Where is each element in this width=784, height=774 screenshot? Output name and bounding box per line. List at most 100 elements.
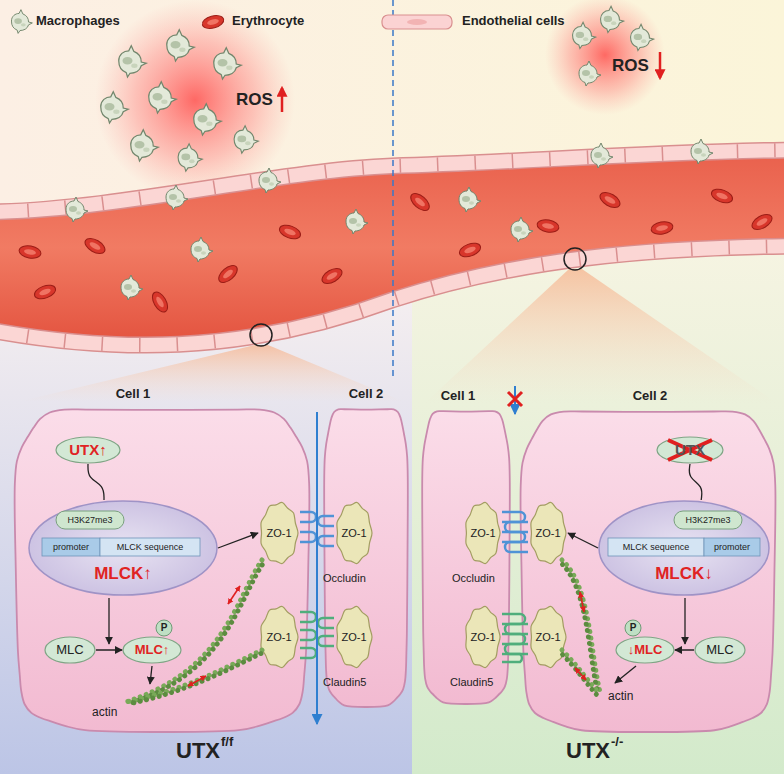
macrophage	[166, 185, 188, 210]
vessel-wall	[0, 150, 784, 345]
macrophage	[579, 61, 601, 86]
zo1-protein: ZO-1	[528, 500, 568, 566]
phospho-mlc: PMLC↑	[122, 618, 182, 664]
erythrocyte	[749, 211, 774, 232]
legend-label: Macrophages	[36, 14, 120, 29]
macrophage	[121, 275, 143, 300]
macrophage-symbol	[11, 10, 32, 34]
macrophage	[259, 168, 281, 193]
cell-membrane	[521, 411, 776, 732]
legend-label: Endothelial cells	[462, 14, 565, 29]
protein-label: Claudin5	[450, 676, 493, 689]
macrophage	[511, 217, 533, 242]
macrophage	[591, 143, 613, 168]
histone-pill	[56, 511, 124, 529]
claudin-strands	[300, 612, 528, 662]
macrophage	[234, 126, 258, 154]
genotype-label: UTX	[176, 738, 220, 763]
connector	[689, 464, 702, 500]
actin-filaments	[126, 560, 600, 704]
protein-oval	[616, 637, 674, 663]
blood-vessel	[0, 150, 784, 345]
actin-label: actin	[608, 690, 633, 704]
protein-label: ZO-1	[341, 631, 366, 644]
legend-label: Erythrocyte	[232, 14, 304, 29]
gene-sequence: MLCK sequence	[117, 542, 184, 552]
phospho-mlc-outline	[615, 618, 675, 664]
protein-label: ZO-1	[535, 527, 560, 540]
macrophage-cluster	[101, 6, 654, 171]
protein-label: ZO-1	[535, 631, 560, 644]
connector	[88, 464, 104, 500]
dna-segment	[704, 538, 760, 556]
protein-label: UTX	[675, 441, 705, 458]
cell-membrane	[422, 411, 510, 704]
zoom-circle	[250, 324, 272, 346]
erythrocyte	[710, 187, 735, 206]
nucleus: H3K27me3promoterMLCK sequenceMLCK↑	[28, 500, 218, 596]
expression-label: MLCK↑	[94, 564, 152, 584]
erythrocyte	[319, 265, 344, 286]
dna-segment	[608, 538, 704, 556]
macrophage	[178, 144, 202, 172]
erythrocyte	[149, 289, 170, 314]
nucleus-outline	[599, 501, 769, 595]
connector	[675, 649, 694, 650]
phosphate-circle	[156, 620, 172, 636]
utx-protein: UTX	[656, 436, 724, 464]
protein-blob	[466, 606, 500, 667]
ros-label: ROS	[236, 90, 273, 110]
cell-label: Cell 2	[633, 389, 668, 404]
panel-ground	[0, 300, 412, 774]
zoom-cone	[424, 269, 778, 404]
protein-label: ↓MLC	[628, 643, 663, 658]
erythrocyte	[650, 220, 674, 236]
genotype-superscript: f/f	[221, 735, 233, 750]
protein-label: ZO-1	[266, 631, 291, 644]
macrophage	[691, 139, 713, 164]
protein-label: MLC	[706, 643, 733, 658]
mlc-protein: MLC	[694, 636, 746, 664]
macrophage	[214, 48, 242, 79]
panel-ground	[412, 240, 784, 774]
endothelial-cell: Cell 2UTXH3K27me3MLCK sequencepromoterML…	[518, 386, 778, 734]
erythrocyte	[536, 218, 560, 234]
protein-label: Claudin5	[323, 676, 366, 689]
protein-label: MLC	[56, 643, 83, 658]
tension-arrows	[188, 586, 586, 686]
macrophage	[601, 6, 624, 32]
legend-symbols	[11, 10, 452, 34]
erythrocyte	[278, 223, 303, 242]
endothelial-nucleus	[407, 19, 427, 25]
protein-blob	[466, 502, 500, 563]
protein-label: MLC↑	[135, 643, 170, 658]
erythrocyte-symbol	[201, 13, 225, 30]
blocked-arrow	[514, 386, 516, 414]
mlc-protein: MLC	[44, 636, 96, 664]
cell-membrane	[324, 409, 408, 707]
block-cross	[508, 392, 522, 406]
nucleus-outline	[29, 501, 217, 595]
macrophage	[66, 197, 88, 222]
genotype-superscript: -/-	[611, 735, 623, 750]
protein-blob	[531, 502, 566, 563]
macrophage	[131, 130, 159, 161]
erythrocyte	[18, 244, 42, 260]
erythrocyte	[33, 283, 58, 302]
protein-oval	[56, 437, 120, 463]
dna-segment	[100, 538, 200, 556]
connector	[568, 533, 598, 548]
macrophage	[101, 92, 129, 123]
decrease-arrow	[659, 52, 662, 78]
leak-arrow	[316, 412, 318, 724]
protein-blob	[261, 606, 298, 667]
utx-protein: UTX↑	[55, 436, 121, 464]
endothelial-cell: Cell 1UTX↑H3K27me3promoterMLCK sequenceM…	[12, 384, 312, 734]
genotype-label: UTX	[566, 738, 610, 763]
macrophage	[191, 237, 213, 262]
histone-mark: H3K27me3	[685, 515, 730, 525]
macrophage	[167, 30, 195, 61]
histone-mark: H3K27me3	[67, 515, 112, 525]
zo1-protein: ZO-1	[258, 500, 300, 566]
histone-pill	[674, 511, 742, 529]
